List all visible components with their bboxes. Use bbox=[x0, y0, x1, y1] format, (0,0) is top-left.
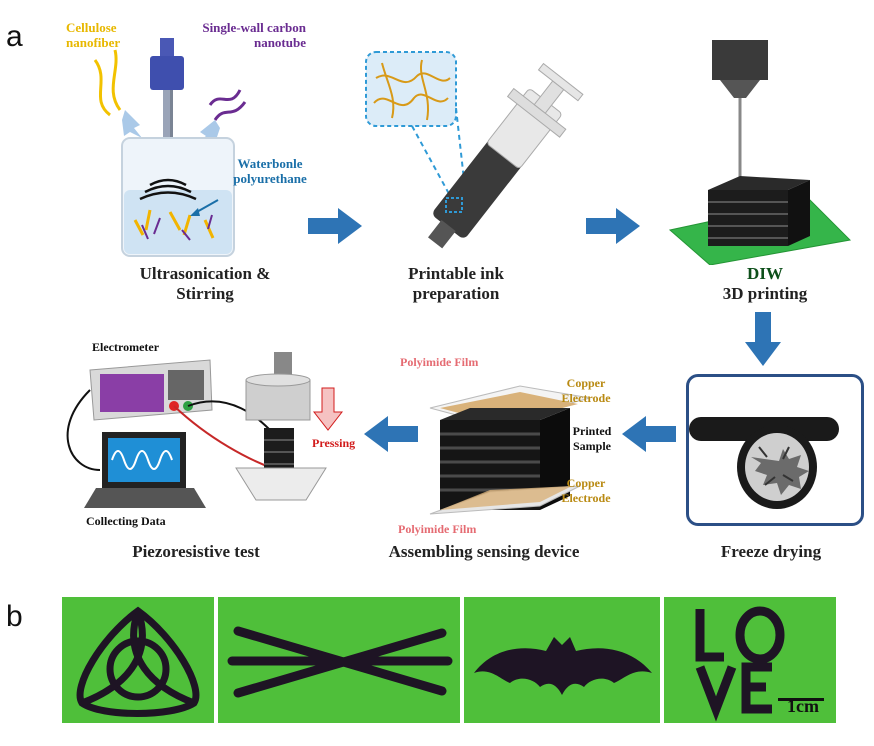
freeze-drying-frame bbox=[686, 374, 864, 526]
electrometer-label: Electrometer bbox=[92, 340, 160, 354]
polyimide-film-top-label: Polyimide Film bbox=[400, 355, 479, 369]
step-diw-label: DIW 3D printing bbox=[710, 264, 820, 304]
pressing-label: Pressing bbox=[312, 436, 356, 450]
waterborne-polyurethane-label: Waterbonle polyurethane bbox=[233, 156, 307, 186]
flow-arrow-left-2 bbox=[362, 416, 418, 452]
scale-bar bbox=[778, 698, 824, 701]
step-freeze-drying-label: Freeze drying bbox=[720, 542, 822, 561]
flow-arrow-right-2 bbox=[586, 208, 642, 244]
swcnt-label: Single-wall carbon nanotube bbox=[202, 20, 306, 50]
collecting-data-label: Collecting Data bbox=[86, 514, 166, 528]
printed-sample-label: Printed Sample bbox=[572, 424, 612, 453]
3d-printing-text: 3D printing bbox=[722, 284, 808, 303]
panel-a-letter: a bbox=[6, 20, 23, 53]
flow-arrow-left-1 bbox=[620, 416, 676, 452]
step-ink-preparation-label: Printable ink preparation bbox=[408, 264, 504, 303]
copper-electrode-top-label: Copper Electrode bbox=[561, 376, 611, 405]
piezoresistive-test-illustration bbox=[60, 350, 360, 520]
cellulose-nanofiber-label: Cellulose nanofiber bbox=[66, 20, 121, 50]
step-assembling-label: Assembling sensing device bbox=[388, 542, 580, 561]
ultrasonication-illustration bbox=[90, 20, 340, 260]
syringe-illustration bbox=[362, 48, 592, 258]
diw-text: DIW bbox=[747, 264, 783, 283]
polyimide-film-bottom-label: Polyimide Film bbox=[398, 522, 477, 536]
copper-electrode-bottom-label: Copper Electrode bbox=[561, 476, 611, 505]
step-piezoresistive-label: Piezoresistive test bbox=[132, 542, 260, 561]
photo-triquetra bbox=[62, 597, 214, 723]
scale-bar-label: 1cm bbox=[787, 696, 819, 716]
diw-printing-illustration bbox=[660, 40, 860, 265]
photo-bat bbox=[464, 597, 660, 723]
step-ultrasonication-label: Ultrasonication & Stirring bbox=[139, 264, 271, 303]
panel-b-letter: b bbox=[6, 600, 23, 633]
photo-cross bbox=[218, 597, 460, 723]
flow-arrow-right-1 bbox=[308, 208, 364, 244]
sensing-device-illustration bbox=[400, 368, 600, 528]
flow-arrow-down bbox=[745, 312, 781, 368]
photo-love bbox=[664, 597, 836, 723]
